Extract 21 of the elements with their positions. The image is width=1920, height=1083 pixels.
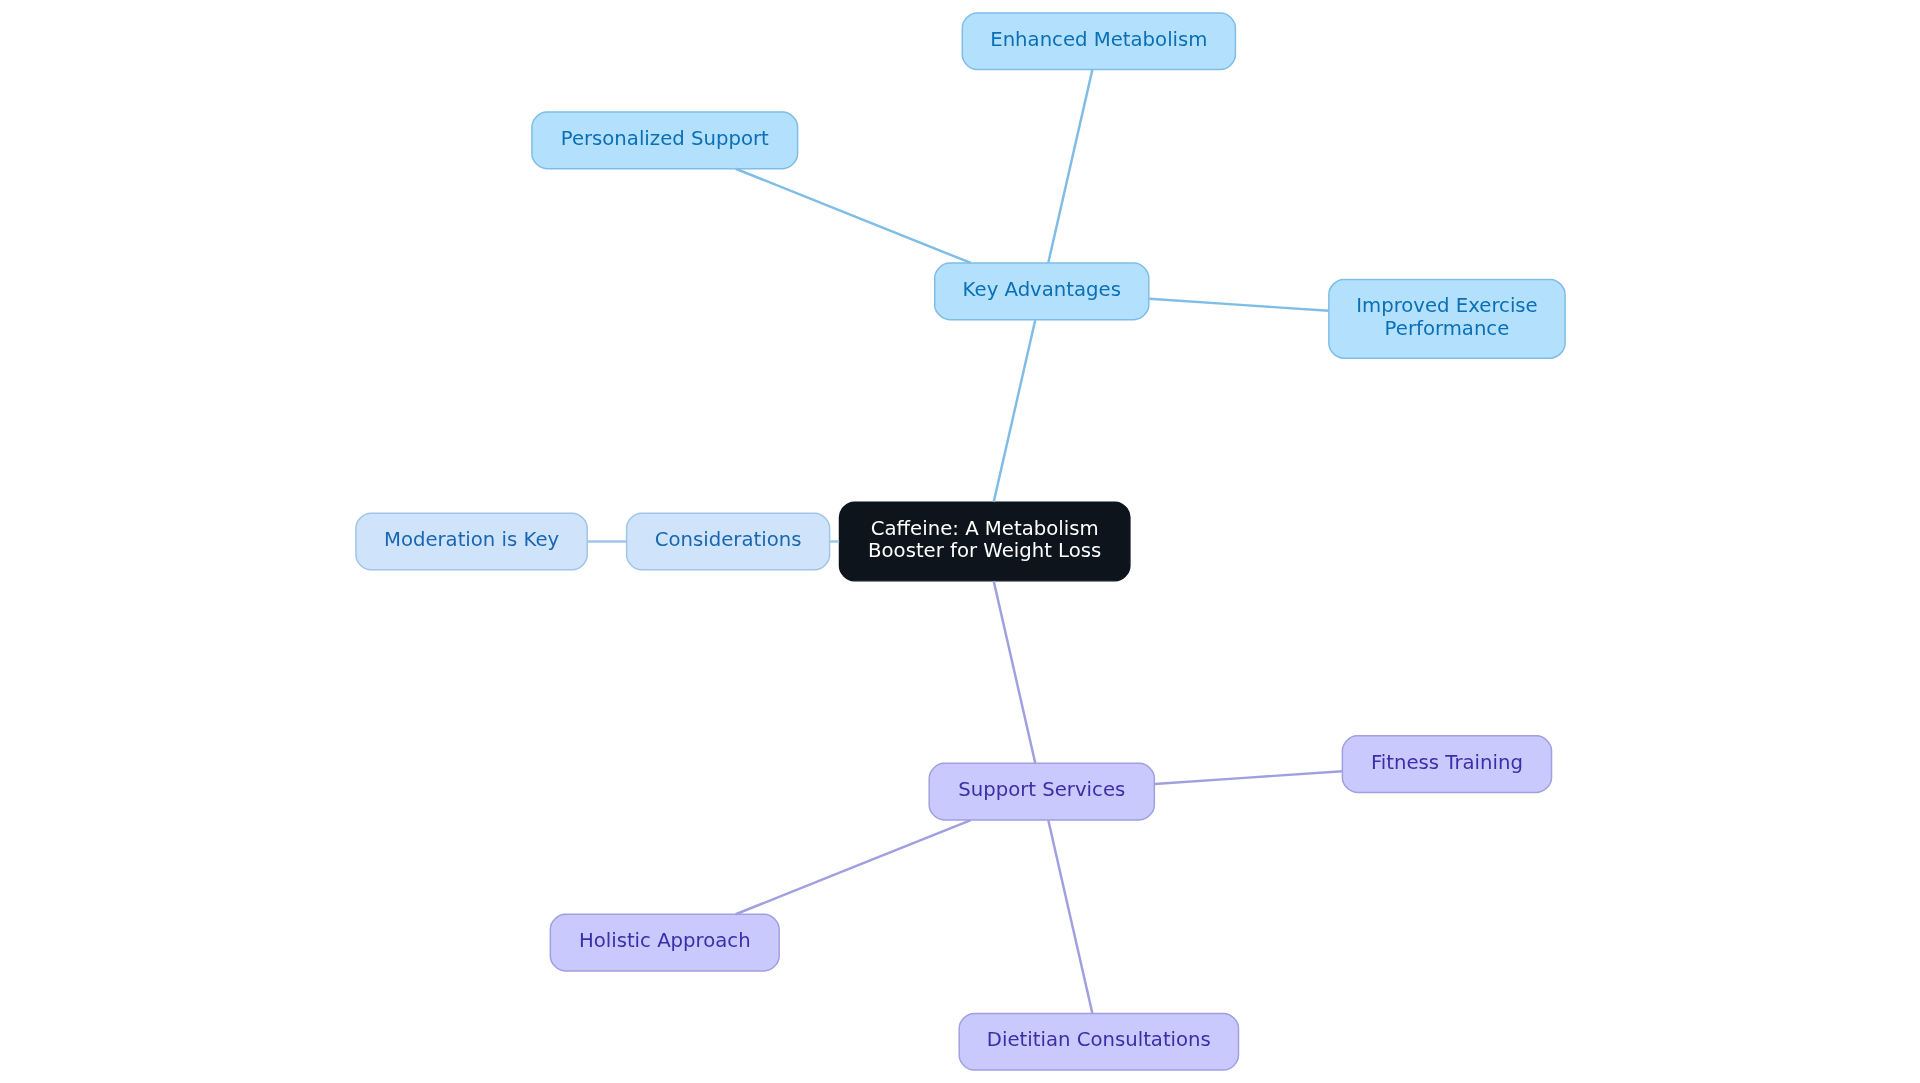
- connector: [992, 319, 1036, 503]
- node-box: Fitness Training: [1341, 735, 1552, 794]
- node-box: Enhanced Metabolism: [961, 12, 1236, 71]
- node-box: Caffeine: A Metabolism Booster for Weight Loss: [838, 501, 1131, 582]
- connector: [734, 167, 971, 265]
- node-box: Personalized Support: [530, 111, 798, 170]
- connector: [829, 540, 839, 543]
- connector: [1154, 770, 1342, 786]
- connector: [1148, 297, 1329, 313]
- node-box: Key Advantages: [933, 262, 1150, 321]
- node-box: Improved Exercise Performance: [1327, 278, 1566, 359]
- connector: [1046, 69, 1094, 263]
- connector: [992, 580, 1036, 764]
- node-box: Dietitian Consultations: [957, 1012, 1239, 1071]
- node-box: Considerations: [625, 512, 830, 571]
- connector: [734, 818, 971, 916]
- connector: [1046, 820, 1094, 1014]
- node-box: Support Services: [927, 762, 1155, 821]
- connector: [587, 540, 626, 543]
- node-box: Moderation is Key: [354, 512, 588, 571]
- node-box: Holistic Approach: [549, 913, 780, 972]
